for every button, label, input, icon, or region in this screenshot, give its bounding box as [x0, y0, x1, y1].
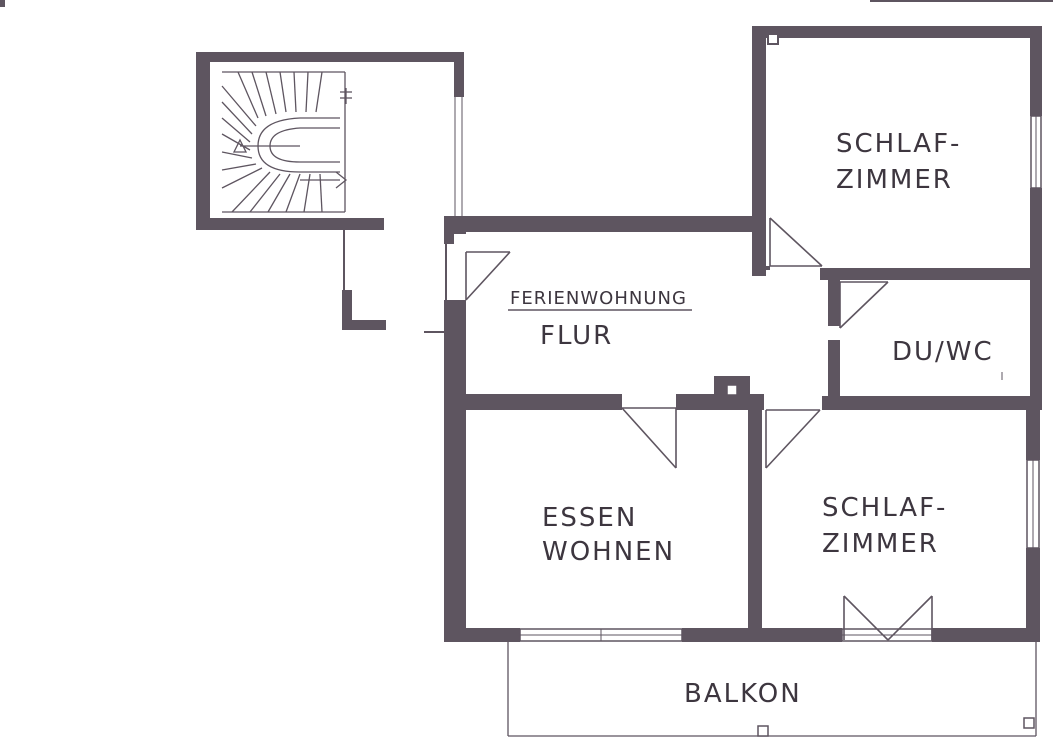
windows: [454, 97, 1042, 642]
room-label-flur: FLUR: [540, 321, 613, 351]
apartment-walls: [444, 26, 1042, 642]
room-label-schlafzimmer-top-2: ZIMMER: [836, 165, 953, 195]
staircase: [196, 52, 464, 230]
apartment-label: FERIENWOHNUNG: [510, 288, 687, 309]
room-label-essen-1: ESSEN: [542, 503, 637, 533]
room-label-schlafzimmer-top-1: SCHLAF-: [836, 129, 961, 159]
room-label-schlafzimmer-bottom-2: ZIMMER: [822, 529, 939, 559]
room-label-duwc: DU/WC: [892, 337, 994, 367]
corner-mark: [0, 0, 5, 7]
room-label-essen-2: WOHNEN: [542, 537, 675, 567]
wall: [342, 320, 386, 330]
balcony: [507, 642, 1037, 737]
room-label-balkon: BALKON: [684, 679, 802, 709]
stair-treads-icon: [221, 71, 352, 213]
room-label-schlafzimmer-bottom-1: SCHLAF-: [822, 493, 947, 523]
wall: [342, 290, 352, 330]
doors: [465, 217, 933, 641]
